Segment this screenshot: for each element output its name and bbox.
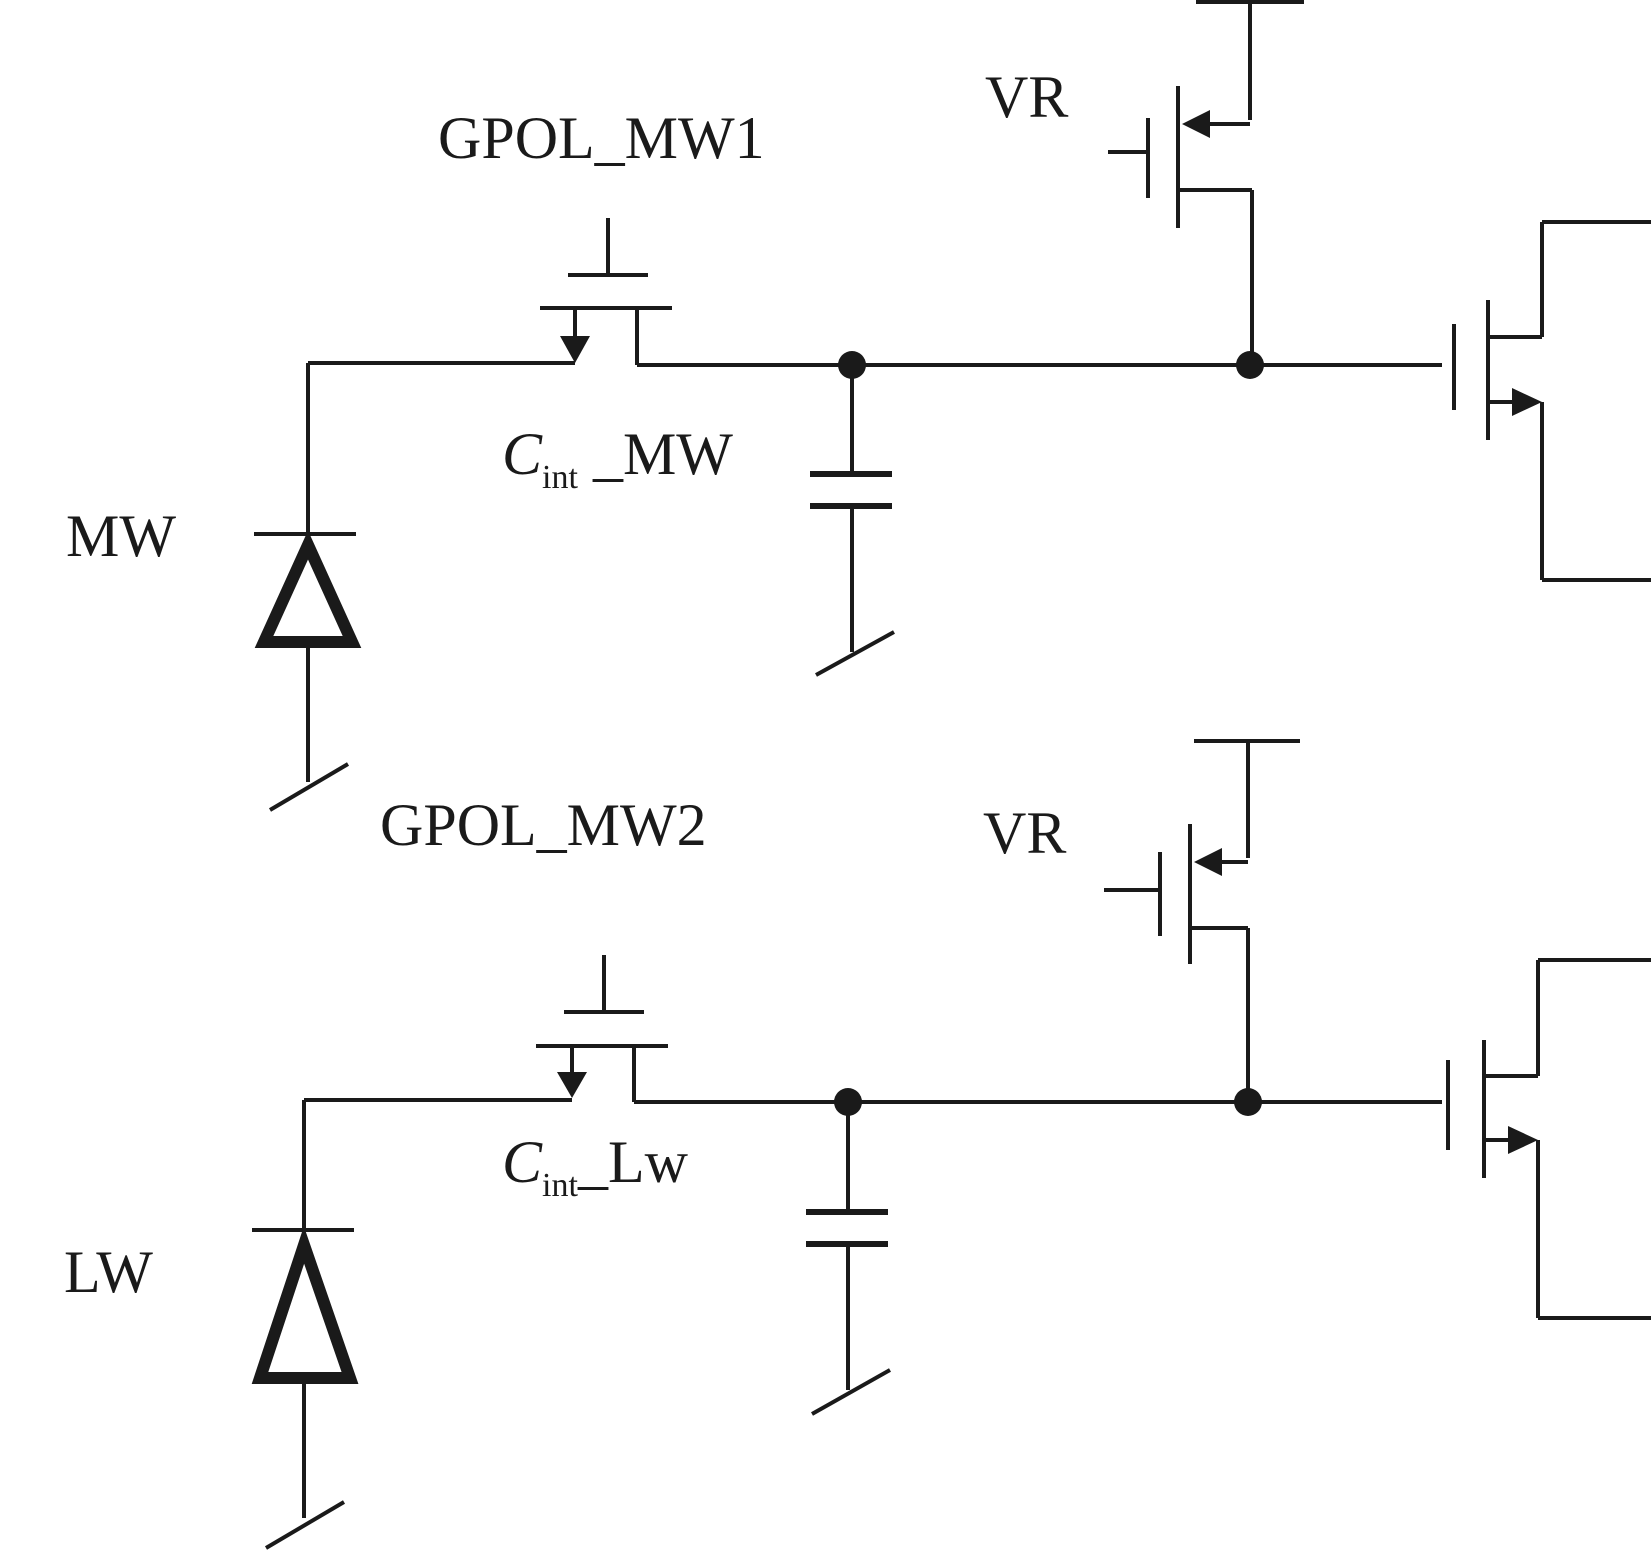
- junction-dot: [1236, 351, 1264, 379]
- pixel-lw: VR GPOL_MW2 LW: [64, 739, 1651, 1550]
- transfer-gate-mw1: [540, 218, 672, 365]
- transfer-gate-mw2: [536, 955, 668, 1102]
- capacitor-mw: [810, 365, 895, 677]
- diode-label-lw: LW: [64, 1239, 153, 1305]
- capacitor-label-mw: Cint _MW: [502, 421, 733, 496]
- gate-label-mw1: GPOL_MW1: [438, 105, 765, 171]
- reset-transistor-mw: [1108, 0, 1304, 365]
- source-follower-mw: [1452, 220, 1651, 582]
- junction-dot: [1234, 1088, 1262, 1116]
- photodiode-mw: [254, 530, 362, 812]
- diode-label-mw: MW: [66, 503, 176, 569]
- photodiode-lw: [251, 1226, 359, 1550]
- capacitor-lw: [806, 1102, 891, 1416]
- capacitor-label-lw: Cint_Lw: [502, 1129, 689, 1204]
- vr-label-bottom: VR: [983, 800, 1066, 866]
- reset-transistor-lw: [1104, 739, 1300, 1102]
- vr-label-top: VR: [985, 64, 1068, 130]
- gate-label-mw2: GPOL_MW2: [380, 792, 707, 858]
- source-follower-lw: [1446, 958, 1651, 1320]
- pixel-mw: VR GPOL_MW1 MW: [66, 0, 1651, 812]
